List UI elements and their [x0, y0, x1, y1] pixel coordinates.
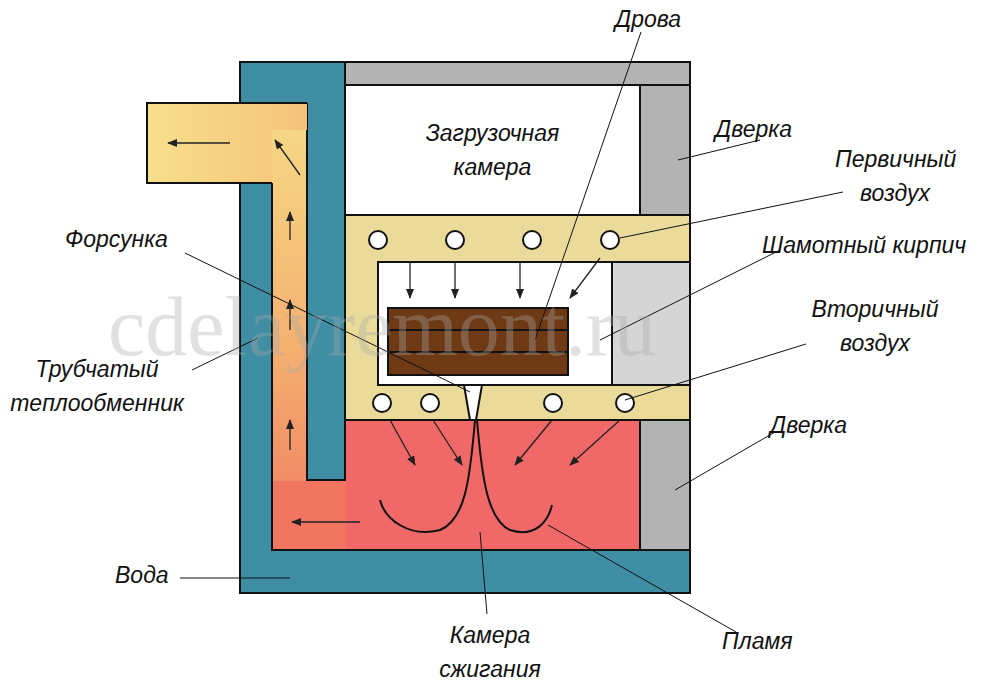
part-label: Форсунка: [65, 222, 168, 256]
watermark: cdelayremont.ru: [108, 282, 656, 372]
part-label: Шамотный кирпич: [762, 228, 966, 262]
chamber-label: Загрузочная камера: [418, 116, 568, 184]
part-label: Первичный воздух: [835, 142, 955, 210]
part-label: Камера сжигания: [425, 618, 555, 686]
part-label: Дрова: [615, 2, 681, 36]
part-label: Вода: [115, 558, 169, 592]
chamber-box: Загрузочная камера: [345, 85, 640, 215]
part-label: Дверка: [715, 112, 792, 146]
part-label: Дверка: [770, 408, 847, 442]
part-label: Пламя: [722, 624, 792, 658]
part-label: Вторичный воздух: [805, 292, 945, 360]
